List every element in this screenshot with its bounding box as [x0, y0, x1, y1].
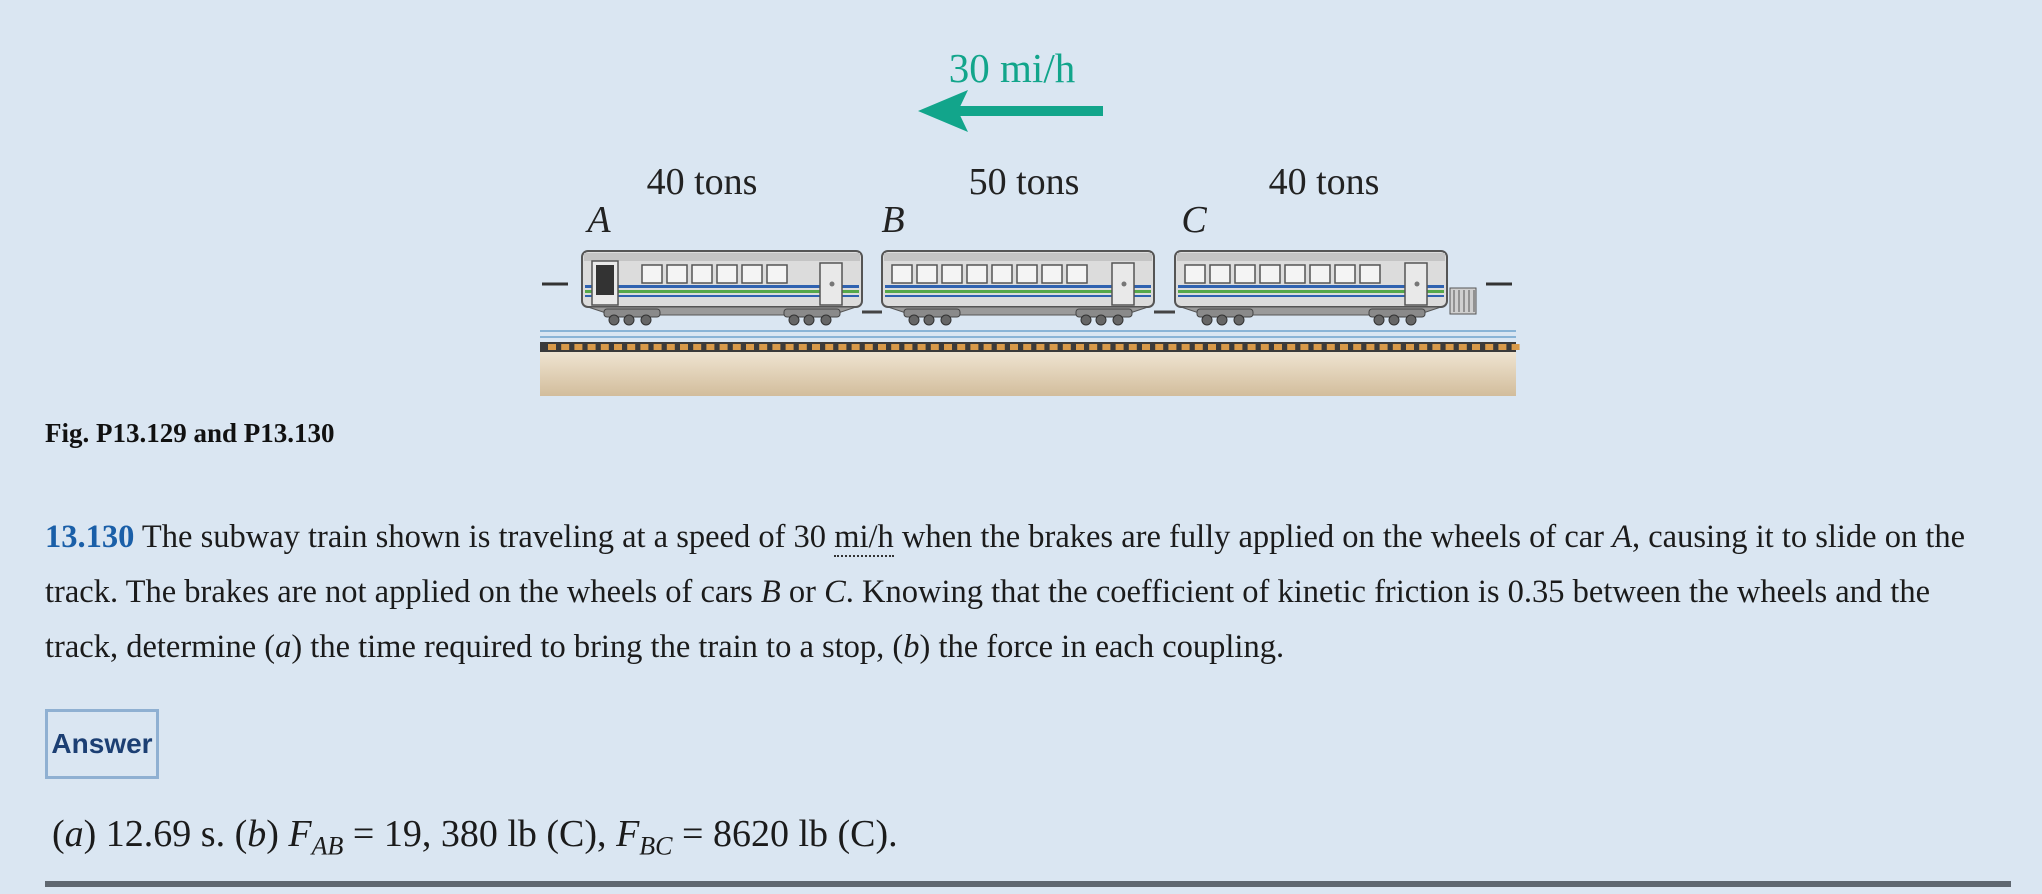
force-ab: FAB	[288, 813, 344, 861]
figure-caption: Fig. P13.129 and P13.130	[45, 418, 335, 448]
train-figure: 30 mi/h 40 tons 50 tons 40 tons A B C	[540, 45, 1520, 396]
train-cars	[581, 250, 1477, 326]
car-a-weight: 40 tons	[647, 161, 758, 203]
car-c-drawing	[1174, 250, 1448, 326]
unit-abbreviation: mi/h	[834, 519, 894, 557]
answer-text: (a) 12.69 s. (b) FAB = 19, 380 lb (C), F…	[52, 813, 898, 861]
speed-label: 30 mi/h	[949, 45, 1075, 91]
problem-statement: 13.130 The subway train shown is traveli…	[45, 519, 1966, 665]
car-a-drawing	[581, 250, 863, 326]
car-b-weight: 50 tons	[969, 161, 1080, 203]
car-a-label: A	[584, 199, 611, 241]
direction-arrow-icon	[918, 90, 1103, 132]
track	[540, 330, 1520, 396]
car-b-drawing	[881, 250, 1155, 326]
problem-number: 13.130	[45, 519, 135, 555]
car-c-label: C	[1181, 199, 1207, 241]
bottom-divider	[45, 881, 2011, 887]
car-c-weight: 40 tons	[1269, 161, 1380, 203]
car-b-label: B	[881, 199, 904, 241]
rear-grille	[1449, 287, 1477, 315]
force-bc: FBC	[616, 813, 673, 861]
answer-button[interactable]: Answer	[45, 709, 159, 779]
ground	[540, 352, 1516, 396]
